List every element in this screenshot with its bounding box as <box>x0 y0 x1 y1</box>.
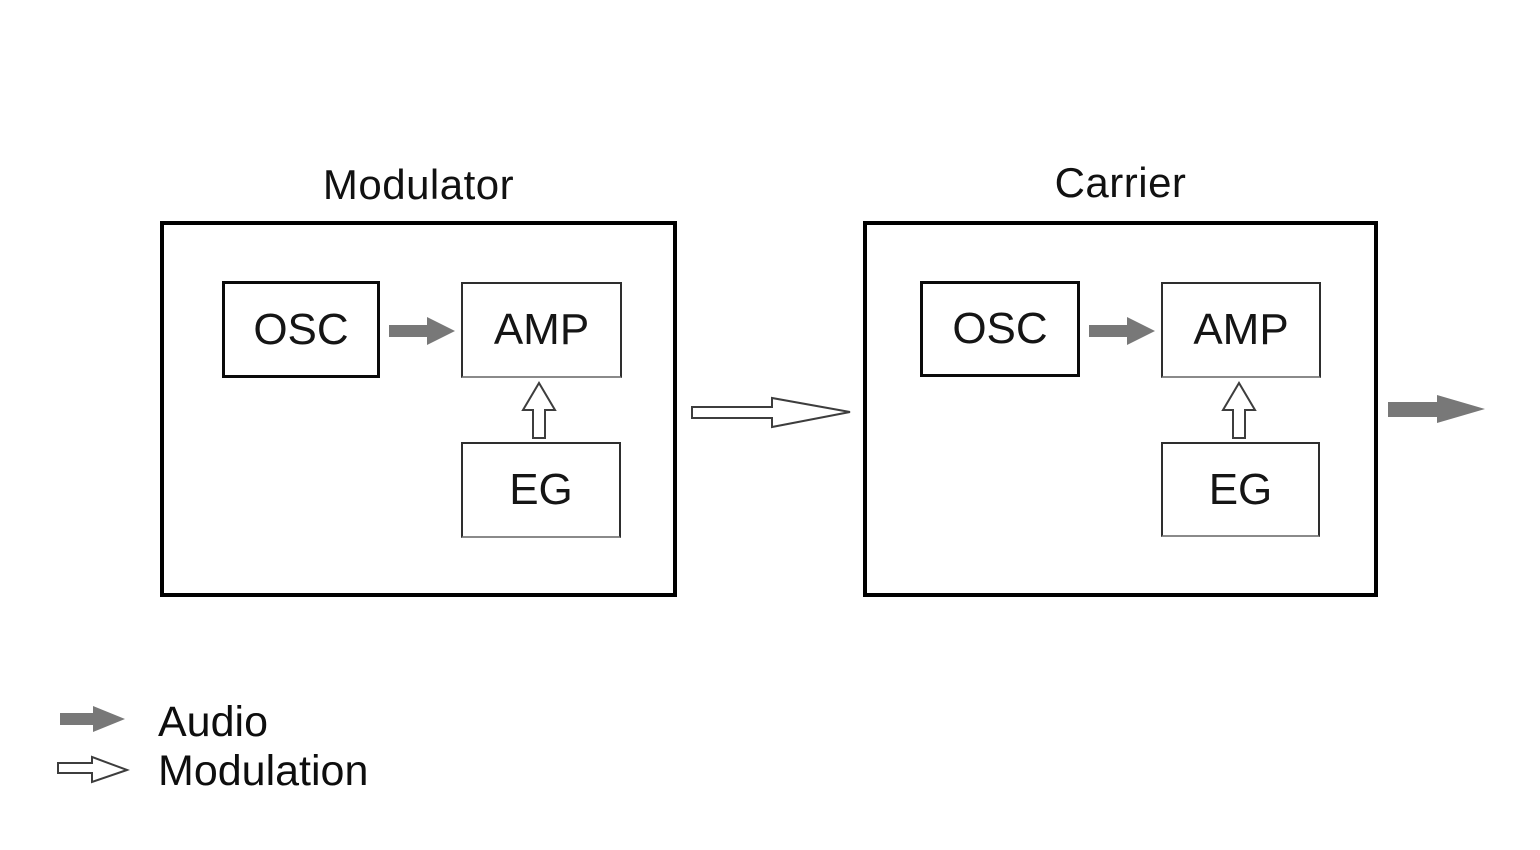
legend-modulation-arrow-icon <box>57 755 130 784</box>
modulator-title: Modulator <box>322 161 515 208</box>
carrier-title: Carrier <box>1054 159 1187 206</box>
modulation-arrow-carrier-eg-to-amp <box>1221 381 1257 439</box>
audio-arrow-carrier-output <box>1388 395 1485 423</box>
modulator-eg-block: EG <box>461 442 621 538</box>
carrier-eg-block: EG <box>1161 442 1320 537</box>
legend-modulation-label: Modulation <box>158 747 369 795</box>
modulator-osc-label: OSC <box>253 304 349 354</box>
modulation-arrow-modulator-to-carrier <box>691 396 851 429</box>
audio-arrow-carrier-osc-to-amp <box>1089 317 1155 345</box>
carrier-amp-block: AMP <box>1161 282 1321 378</box>
carrier-osc-label: OSC <box>952 304 1048 353</box>
carrier-osc-block: OSC <box>920 281 1080 377</box>
modulator-osc-block: OSC <box>222 281 380 378</box>
legend-audio-label: Audio <box>158 698 268 746</box>
modulator-box <box>160 221 677 597</box>
modulator-amp-label: AMP <box>493 305 590 354</box>
audio-arrow-modulator-osc-to-amp <box>389 317 455 345</box>
carrier-eg-label: EG <box>1208 464 1273 514</box>
modulator-amp-block: AMP <box>461 282 622 378</box>
carrier-box <box>863 221 1378 597</box>
modulation-arrow-modulator-eg-to-amp <box>521 381 557 439</box>
modulator-eg-label: EG <box>509 465 573 514</box>
legend-audio-arrow-icon <box>60 706 125 732</box>
carrier-amp-label: AMP <box>1193 305 1289 354</box>
